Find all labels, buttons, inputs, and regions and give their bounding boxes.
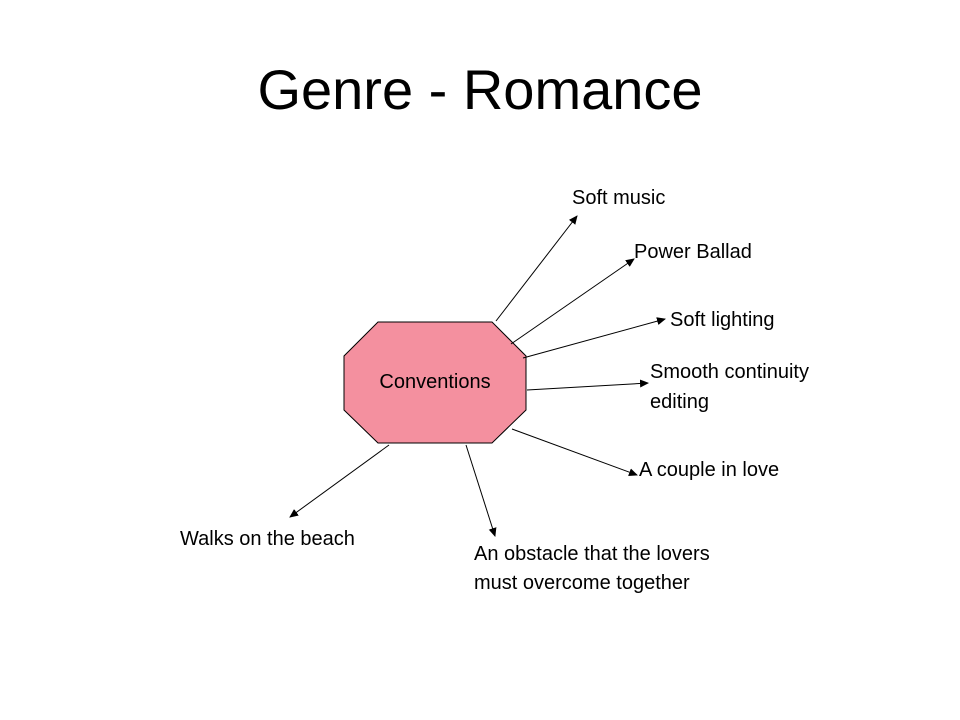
arrow-soft-lighting: [522, 317, 666, 359]
label-obstacle-line2: must overcome together: [474, 572, 690, 594]
label-soft-music: Soft music: [572, 187, 666, 209]
arrow-couple-in-love: [511, 428, 638, 476]
arrow-soft-music: [495, 215, 578, 322]
label-soft-lighting: Soft lighting: [670, 309, 775, 331]
label-walks-on-beach: Walks on the beach: [180, 528, 355, 550]
label-smooth-continuity-line2: editing: [650, 391, 709, 413]
arrow-smooth-continuity: [526, 379, 649, 391]
label-obstacle-line1: An obstacle that the lovers: [474, 543, 710, 565]
slide-title: Genre - Romance: [257, 58, 703, 121]
label-smooth-continuity-line1: Smooth continuity: [650, 361, 809, 383]
label-couple-in-love: A couple in love: [639, 459, 780, 481]
center-label: Conventions: [379, 371, 491, 393]
conventions-octagon: [343, 321, 527, 444]
label-power-ballad: Power Ballad: [634, 241, 752, 263]
arrow-walks-on-beach: [289, 444, 390, 518]
arrow-power-ballad: [510, 258, 635, 345]
arrow-obstacle: [465, 444, 497, 537]
